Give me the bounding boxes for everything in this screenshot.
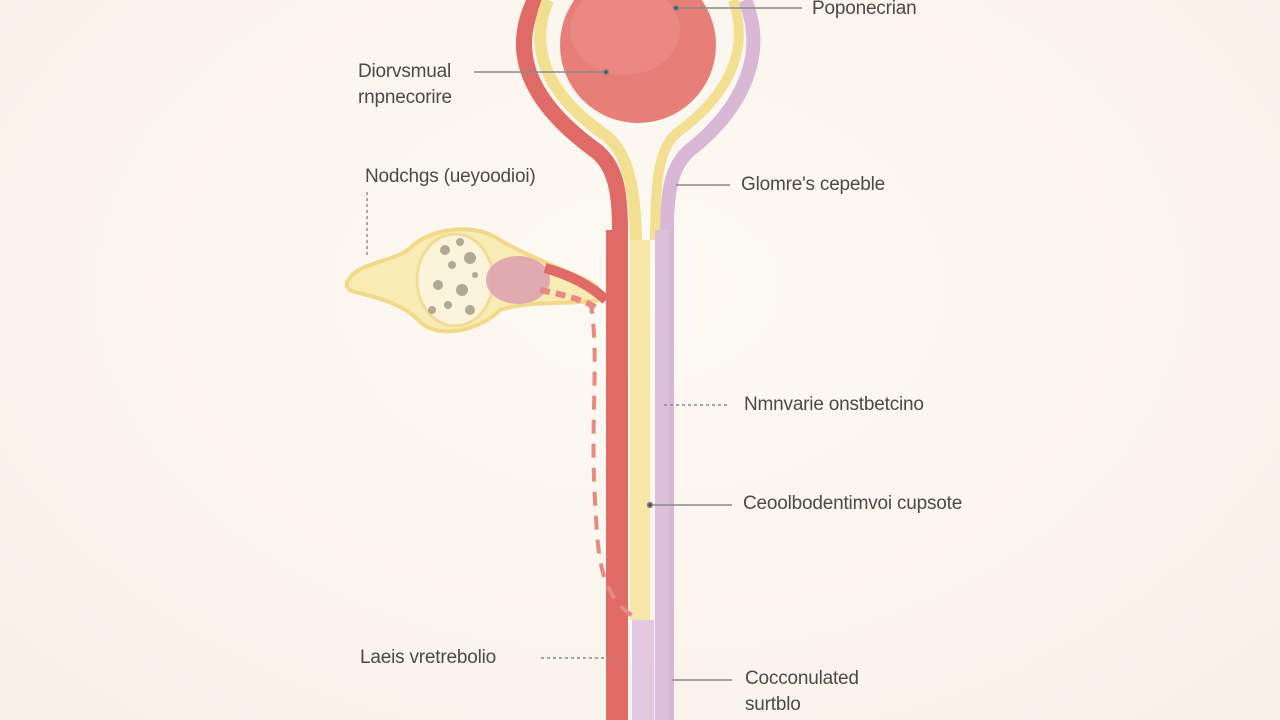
label-left-bottom: Laeis vretrebolio [360,647,497,668]
leader-right-lower-dot [646,501,654,509]
afferent-knob [486,256,550,304]
label-top-right: Poponecrian [812,0,917,19]
glomerulus-group [516,0,761,720]
leader-left-upper-dot [602,68,610,76]
capsule-yellow-layer [534,0,644,621]
afferent-connector-2 [539,287,602,313]
juxtaglomerular-inner [415,232,495,328]
label-left-middle: Nodchgs (ueyoodioi) [365,166,536,187]
label-left-upper-line2: rnpnecorire [358,87,452,108]
purple-tube [655,230,669,720]
juxtaglomerular-group [344,227,610,334]
capsule-outer-red-wall [516,0,628,720]
leader-lines [366,4,802,681]
afferent-connector [543,263,610,304]
capsule-yellow-layer-right [650,0,744,241]
leader-top-right-dot [672,4,680,12]
tubule-column [588,230,669,720]
label-right-bottom-line2: surtblo [745,694,801,715]
granules [428,238,478,315]
red-artery [606,230,624,720]
label-left-upper-line1: Diorvsmual [358,61,452,82]
yellow-tube [630,240,650,620]
label-right-bottom-line1: Cocconulated [745,668,859,689]
label-right-middle: Nmnvarie onstbetcino [744,394,924,415]
capsule-outer-purple-wall [660,0,761,720]
dashed-vessel [588,299,641,622]
label-right-upper: Glomre's cepeble [741,174,886,195]
label-right-lower: Ceoolbodentimvoi cupsote [743,493,963,514]
glomerulus-highlight [570,0,680,75]
purple-tube-lower [632,620,654,720]
